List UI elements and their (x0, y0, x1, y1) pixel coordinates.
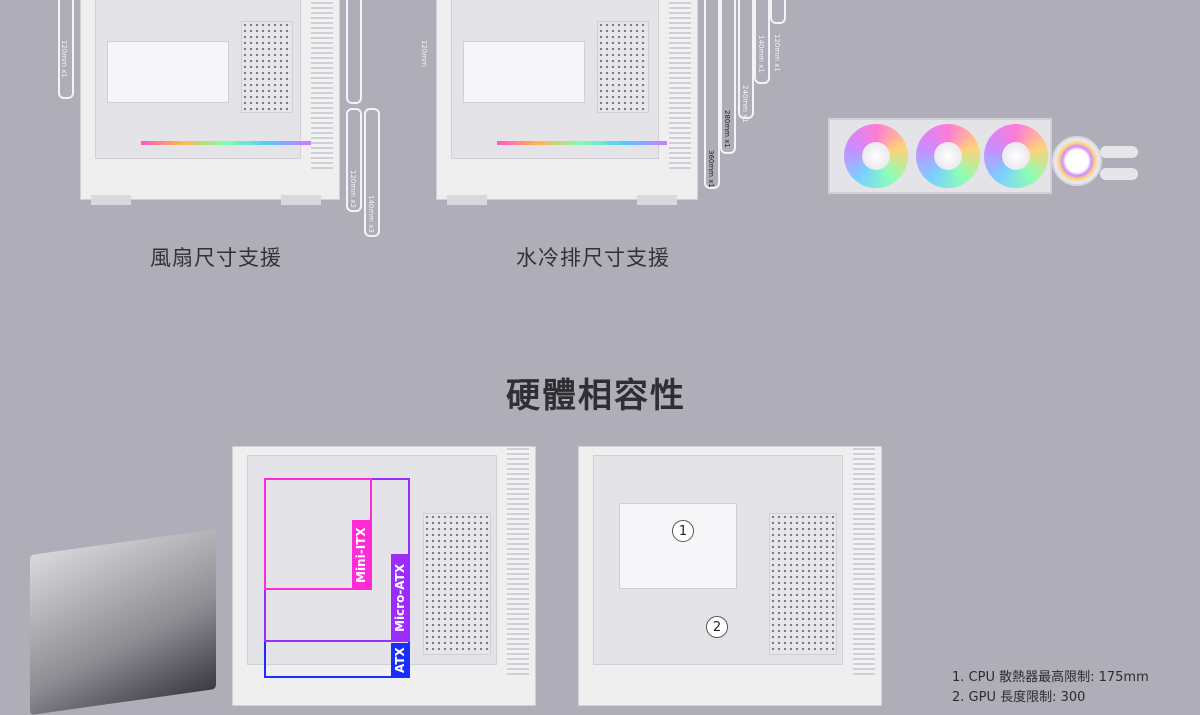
aio-tubes (1100, 146, 1138, 158)
case-mesh (241, 21, 293, 113)
motherboard-image (30, 528, 216, 715)
radiator-label-left: 120mm (420, 40, 428, 67)
fan-bracket-left (58, 0, 74, 99)
radiator-label-5: 120mm x1 (773, 34, 781, 72)
rgb-strip (141, 141, 311, 145)
radiator-label-4: 140mm x1 (757, 35, 765, 73)
fan-label-side-a: 120mm x3 (349, 170, 357, 208)
case-mesh (597, 21, 649, 113)
aio-tubes (1100, 168, 1138, 180)
case-image-form-factor (232, 446, 536, 706)
case-foot (91, 195, 131, 205)
caption-radiator-support: 水冷排尺寸支援 (516, 246, 670, 270)
atx-label: ATX (391, 643, 409, 677)
case-mb-tray (107, 41, 229, 103)
radiator-bracket-1 (704, 0, 720, 189)
radiator-bracket-3 (738, 0, 754, 119)
radiator-label-2: 280mm x1 (723, 110, 731, 148)
case-front-vent (311, 0, 333, 169)
note-gpu-length: 2. GPU 長度限制: 300 (952, 690, 1086, 705)
case-front-vent (669, 0, 691, 169)
radiator-bracket-4 (754, 0, 770, 84)
case-foot (447, 195, 487, 205)
case-image-radiator-support (436, 0, 698, 205)
aio-pump-head (1052, 136, 1102, 186)
case-mb-tray (619, 503, 737, 589)
fan-bracket-top (346, 0, 362, 104)
fan-bracket-side-b (364, 108, 380, 237)
case-front-vent (853, 447, 875, 675)
radiator-bracket-5 (770, 0, 786, 24)
rgb-strip (497, 141, 667, 145)
rgb-fan (984, 124, 1048, 188)
case-mesh (769, 513, 837, 655)
rgb-fan (844, 124, 908, 188)
case-mesh (423, 513, 491, 655)
case-foot (637, 195, 677, 205)
marker-1: 1 (672, 520, 694, 542)
micro-atx-label: Micro-ATX (391, 554, 409, 642)
fan-label-left: 120mm x1 (60, 40, 68, 78)
radiator-label-1: 360mm x1 (707, 150, 715, 188)
fan-label-side-b: 140mm x3 (367, 195, 375, 233)
case-mb-tray (463, 41, 585, 103)
aio-cooler-image (828, 118, 1052, 194)
fan-bracket-side-a (346, 108, 362, 212)
section-title: 硬體相容性 (506, 376, 686, 416)
rgb-fan (916, 124, 980, 188)
radiator-label-3: 240mm x1 (741, 85, 749, 123)
case-image-fan-support (80, 0, 340, 205)
radiator-bracket-2 (720, 0, 736, 154)
note-cpu-cooler: 1. CPU 散熱器最高限制: 175mm (952, 670, 1149, 685)
case-foot (281, 195, 321, 205)
case-image-clearance (578, 446, 882, 706)
mini-itx-outline (264, 478, 372, 590)
marker-2: 2 (706, 616, 728, 638)
caption-fan-support: 風扇尺寸支援 (150, 246, 282, 270)
mini-itx-label: Mini-ITX (352, 520, 370, 590)
case-front-vent (507, 447, 529, 675)
